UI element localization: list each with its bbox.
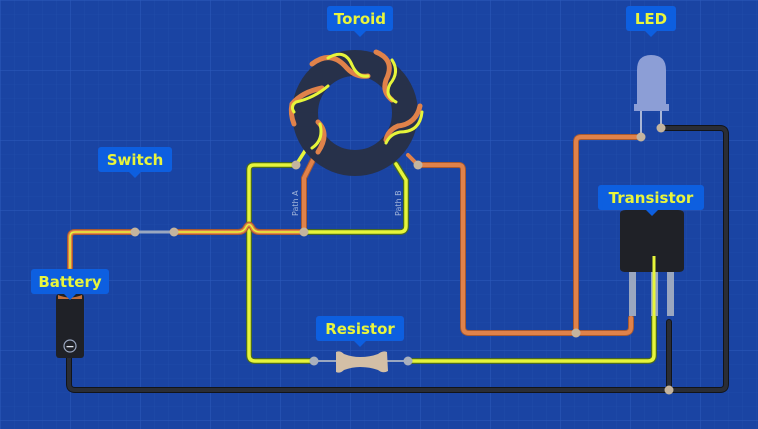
- node-collector: [571, 328, 581, 338]
- label-battery: Battery: [31, 269, 109, 300]
- svg-text:Transistor: Transistor: [609, 189, 694, 207]
- toroid-windings: [288, 49, 424, 155]
- battery-minus-terminal: [63, 339, 77, 353]
- minus-icon: −: [65, 340, 74, 353]
- resistor-body: [336, 351, 388, 373]
- wire-yellow: [246, 138, 657, 364]
- svg-text:Resistor: Resistor: [325, 320, 395, 338]
- node-path-a: [299, 227, 309, 237]
- transistor-leg-emitter: [667, 268, 674, 316]
- node-toroid-b: [413, 160, 423, 170]
- svg-text:Switch: Switch: [107, 151, 164, 169]
- wire-battery-switch: [67, 221, 307, 271]
- transistor-body: [620, 210, 684, 272]
- toroid-core: [292, 50, 418, 176]
- label-switch: Switch: [98, 147, 172, 178]
- toroid[interactable]: [288, 49, 424, 176]
- switch[interactable]: [130, 227, 179, 237]
- label-transistor: Transistor: [598, 185, 704, 216]
- switch-terminal-left: [130, 227, 140, 237]
- wire-ground: [66, 125, 729, 393]
- resistor-terminal-left: [309, 356, 319, 366]
- label-resistor: Resistor: [316, 316, 404, 347]
- led-base: [634, 104, 669, 111]
- svg-text:Battery: Battery: [38, 273, 101, 291]
- resistor-terminal-right: [403, 356, 413, 366]
- led-cathode-node: [656, 123, 666, 133]
- svg-text:Toroid: Toroid: [334, 10, 386, 28]
- led[interactable]: [634, 55, 669, 142]
- transistor-leg-collector: [629, 268, 636, 316]
- battery-body: [56, 294, 84, 358]
- path-b-label: Path B: [394, 190, 403, 216]
- junction-nodes: [291, 160, 674, 395]
- led-anode-node: [636, 132, 646, 142]
- wire-orange: [301, 134, 644, 336]
- path-a-label: Path A: [291, 190, 300, 216]
- label-toroid: Toroid: [327, 6, 393, 37]
- svg-text:LED: LED: [635, 10, 667, 28]
- battery[interactable]: −: [56, 294, 84, 358]
- switch-terminal-right: [169, 227, 179, 237]
- resistor[interactable]: [309, 351, 413, 373]
- node-ground: [664, 385, 674, 395]
- label-led: LED: [626, 6, 676, 37]
- transistor[interactable]: [620, 210, 684, 322]
- node-toroid-a: [291, 160, 301, 170]
- led-body: [637, 55, 666, 106]
